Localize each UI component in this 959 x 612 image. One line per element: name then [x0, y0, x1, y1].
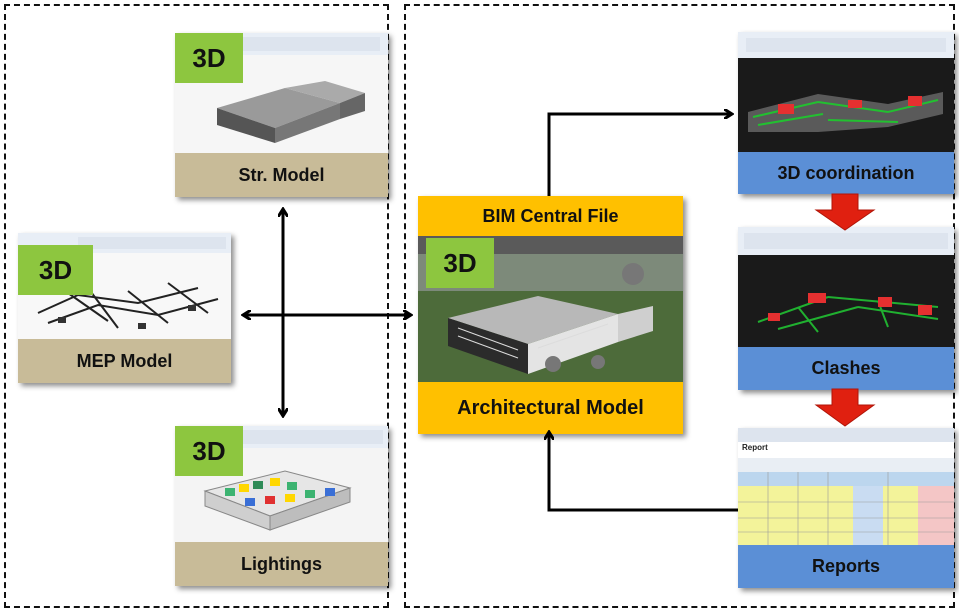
lightings-3d-badge: 3D: [175, 426, 243, 476]
reports-to-central-arrow: [549, 433, 738, 512]
structural-model-card: Str. Model 3D: [175, 33, 388, 197]
lightings-card: Lightings 3D: [175, 426, 388, 586]
right-group-box: [404, 4, 955, 608]
lightings-caption: Lightings: [175, 542, 388, 586]
mep-3d-badge: 3D: [18, 245, 93, 295]
reports-screenshot: [738, 428, 954, 545]
central-to-coordination-arrow: [547, 114, 731, 196]
coordination-screenshot: [738, 32, 954, 152]
left-group-box: [4, 4, 389, 608]
coordination-to-clashes-arrow: [814, 193, 876, 231]
architectural-model-screenshot: [418, 236, 683, 382]
structural-3d-badge: 3D: [175, 33, 243, 83]
clashes-screenshot: [738, 227, 954, 347]
architectural-model-caption: Architectural Model: [418, 382, 683, 434]
coordination-card: 3D coordination: [738, 32, 954, 194]
lightings-screenshot: [175, 426, 388, 542]
coordination-caption: 3D coordination: [738, 152, 954, 194]
mep-model-caption: MEP Model: [18, 339, 231, 383]
reports-screen-title: Report: [742, 443, 768, 452]
architectural-3d-badge: 3D: [426, 238, 494, 288]
clashes-card: Clashes: [738, 227, 954, 390]
structural-model-caption: Str. Model: [175, 153, 388, 197]
reports-caption: Reports: [738, 545, 954, 588]
bim-central-file-header: BIM Central File: [418, 196, 683, 236]
mep-model-card: MEP Model 3D: [18, 233, 231, 383]
clashes-caption: Clashes: [738, 347, 954, 390]
architectural-model-card: BIM Central File Architectural Model 3D: [418, 196, 683, 434]
clashes-to-reports-arrow: [814, 388, 876, 427]
reports-card: Report Reports: [738, 428, 954, 588]
